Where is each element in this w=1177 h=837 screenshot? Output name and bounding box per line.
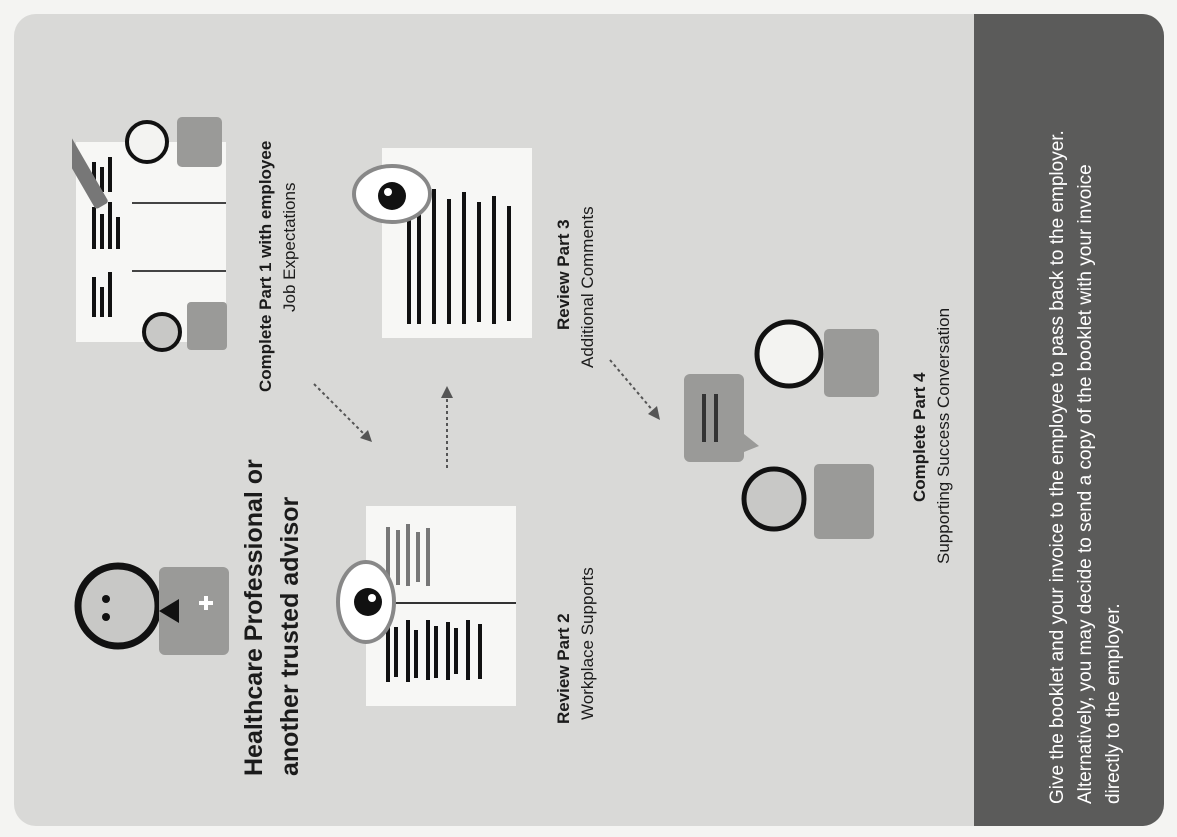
arrow-icon (304, 374, 394, 464)
step1-title: Complete Part 1 with employee (256, 141, 276, 392)
document-part3-icon (352, 144, 552, 354)
arrow-icon (432, 382, 462, 472)
conversation-icon (674, 314, 894, 544)
heading-line-1: Healthcare Professional or (240, 459, 269, 776)
step3-subtitle: Additional Comments (578, 206, 598, 368)
infographic-card: Healthcare Professional or another trust… (14, 14, 1164, 826)
step1-subtitle: Job Expectations (280, 183, 300, 312)
footer-text: Give the booklet and your invoice to the… (1044, 114, 1128, 804)
document-part2-icon (336, 502, 536, 712)
doctor-icon (54, 559, 234, 669)
document-part1-icon (72, 102, 232, 352)
step2-title: Review Part 2 (554, 613, 574, 724)
step2-subtitle: Workplace Supports (578, 567, 598, 720)
arrow-icon (604, 354, 674, 434)
step4-subtitle: Supporting Success Conversation (934, 308, 954, 564)
heading-line-2: another trusted advisor (276, 497, 305, 776)
step3-title: Review Part 3 (554, 219, 574, 330)
step4-title: Complete Part 4 (910, 373, 930, 502)
